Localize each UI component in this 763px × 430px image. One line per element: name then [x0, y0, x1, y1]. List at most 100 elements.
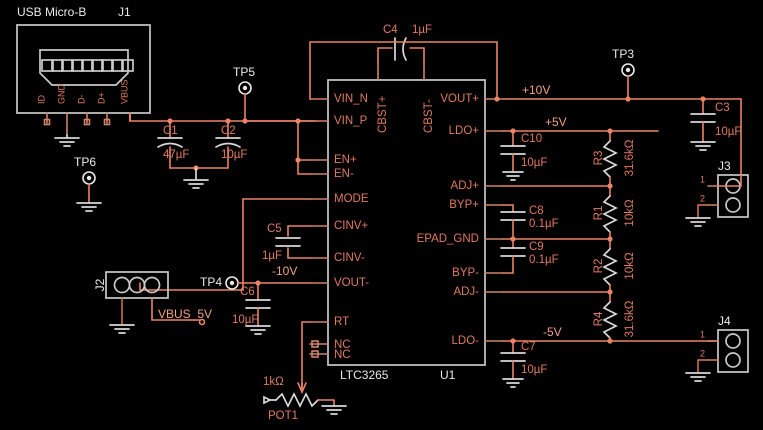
testpoint-tp5[interactable]: TP5 — [233, 65, 255, 122]
junction-r3-top — [607, 128, 613, 134]
ic-pin-cinv-minus: CINV- — [334, 252, 365, 264]
ground-symbol-c10 — [502, 171, 524, 181]
ground-symbol-tp6 — [76, 202, 102, 212]
ic-part-number: LTC3265 — [340, 368, 389, 382]
ground-symbol-usb — [54, 134, 80, 147]
junction-c2-top — [225, 118, 231, 124]
c4-value: 1µF — [412, 24, 432, 36]
r1-ref: R1 — [593, 206, 605, 221]
r4-value: 31.6kΩ — [624, 300, 636, 337]
tp5-label: TP5 — [233, 65, 255, 79]
ic-left-pins — [309, 98, 329, 355]
r4-ref: R4 — [593, 311, 605, 326]
j4-ref: J4 — [718, 314, 731, 328]
testpoint-tp6[interactable]: TP6 — [74, 155, 96, 204]
ground-symbol-c6 — [245, 325, 271, 335]
connector-j4[interactable] — [717, 329, 749, 373]
ic-pin-ldo-plus: LDO+ — [449, 125, 480, 137]
resistor-r1[interactable]: R1 10kΩ — [593, 185, 636, 242]
c4-ref: C4 — [383, 24, 398, 36]
resistor-r4[interactable]: R4 31.6kΩ — [593, 291, 636, 342]
capacitor-c5[interactable]: C5 1µF — [262, 223, 311, 262]
wire-en-plus — [297, 120, 311, 161]
r2-value: 10kΩ — [624, 252, 636, 280]
c9-value: 0.1µF — [529, 254, 559, 266]
ic-pin-en-plus: EN+ — [334, 154, 357, 166]
capacitor-c1[interactable]: C1 47µF — [157, 120, 189, 169]
usb-label: USB Micro-B — [17, 5, 86, 19]
usb-pin-dplus: D+ — [96, 92, 106, 104]
c3-value: 10µF — [715, 126, 741, 138]
ground-symbol-j4 — [685, 372, 711, 382]
ground-symbol-c7 — [502, 378, 524, 388]
potentiometer-pot1[interactable]: 1kΩ POT1 — [263, 376, 335, 422]
ic-pin-cbst-plus: CBST+ — [377, 95, 389, 133]
ic-ref-u1: U1 — [440, 368, 456, 382]
capacitor-c6[interactable]: C6 10µF — [232, 282, 271, 327]
capacitor-c10[interactable]: C10 10µF — [500, 130, 547, 173]
ic-pin-vout-minus: VOUT- — [334, 277, 369, 289]
resistor-r2[interactable]: R2 10kΩ — [593, 238, 636, 293]
testpoint-tp3[interactable]: TP3 — [612, 47, 635, 100]
j4-pin2-number: 2 — [700, 348, 705, 358]
wire-j4-gnd — [697, 359, 709, 374]
ic-pin-nc1: NC — [334, 339, 351, 351]
usb-pin-gnd: GND — [56, 84, 66, 105]
capacitor-c3[interactable]: C3 10µF — [690, 98, 741, 143]
connector-j2[interactable] — [105, 271, 169, 299]
wire-vin-n-loop — [309, 41, 498, 100]
tp6-label: TP6 — [74, 155, 96, 169]
j4-pin1-number: 1 — [700, 329, 705, 339]
j3-pin2-number: 2 — [700, 193, 705, 203]
usb-pin-wires — [43, 112, 131, 136]
usb-pin-dminus: D- — [76, 95, 86, 105]
junction-r4-bottom — [607, 338, 613, 344]
c1-ref: C1 — [163, 125, 178, 137]
wire-mode — [139, 198, 311, 291]
net-flag-vbus5v: VBUS_5V — [158, 307, 212, 326]
j2-ref: J2 — [93, 278, 107, 291]
ic-pin-en-minus: EN- — [334, 168, 354, 180]
j3-ref: J3 — [718, 159, 731, 173]
ground-symbol-c3 — [690, 141, 716, 151]
wire-j2-vbus5v — [151, 297, 201, 321]
resistor-r3[interactable]: R3 31.6kΩ — [593, 130, 636, 187]
junction-c1-top — [167, 118, 173, 124]
r2-ref: R2 — [593, 259, 605, 274]
connector-j3[interactable] — [717, 174, 749, 218]
c8-ref: C8 — [529, 205, 544, 217]
ic-pin-vin-n: VIN_N — [334, 93, 368, 105]
wire-en-minus — [297, 159, 311, 175]
ground-symbol-j2 — [109, 324, 135, 334]
wire-vbus-rail — [129, 112, 317, 122]
c3-ref: C3 — [715, 102, 730, 114]
pot1-ref: POT1 — [268, 410, 298, 422]
net-minus5v: -5V — [543, 325, 562, 339]
ic-top-pins — [377, 61, 425, 81]
usb-ref-j1: J1 — [118, 5, 131, 19]
wire-j3-gnd — [697, 204, 709, 219]
ic-pin-ldo-minus: LDO- — [452, 335, 480, 347]
c9-ref: C9 — [529, 241, 544, 253]
capacitor-c4[interactable]: C4 1µF — [377, 24, 432, 63]
net-plus5v: +5V — [545, 115, 567, 129]
wire-rt-pot — [301, 321, 311, 393]
c10-ref: C10 — [521, 133, 542, 145]
net-plus10v: +10V — [522, 83, 550, 97]
usb-connector-j1[interactable] — [16, 24, 151, 114]
ic-pin-mode: MODE — [334, 193, 369, 205]
j3-pin1-number: 1 — [700, 174, 705, 184]
capacitor-c7[interactable]: C7 10µF — [500, 340, 547, 380]
capacitor-c8[interactable]: C8 0.1µF — [500, 204, 559, 240]
r3-ref: R3 — [593, 151, 605, 166]
net-vbus5v: VBUS_5V — [158, 307, 212, 321]
ic-u1-body[interactable] — [327, 79, 486, 366]
ic-pin-nc2: NC — [334, 349, 351, 361]
ground-symbol-pot1 — [321, 405, 347, 415]
capacitor-c2[interactable]: C2 10µF — [215, 120, 247, 169]
capacitor-c9[interactable]: C9 0.1µF — [500, 238, 559, 274]
c6-value: 10µF — [232, 314, 258, 326]
c10-value: 10µF — [521, 157, 547, 169]
testpoint-tp4[interactable]: TP4 — [200, 275, 259, 290]
ic-pin-epad-gnd: EPAD_GND — [417, 233, 479, 245]
